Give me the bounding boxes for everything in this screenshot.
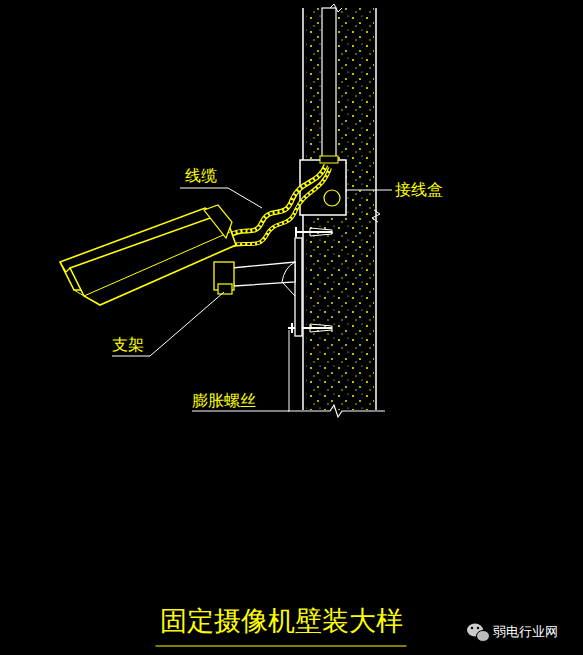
bracket-gusset xyxy=(282,262,295,296)
leader-line xyxy=(180,188,262,208)
break-line xyxy=(288,405,385,417)
camera xyxy=(60,205,236,305)
watermark: 弱电行业网 xyxy=(493,625,558,639)
expansion-bolt xyxy=(296,227,332,237)
bracket-plate xyxy=(295,238,302,336)
callout-label: 接线盒 xyxy=(395,181,443,199)
wall-back xyxy=(375,8,377,410)
title-underline xyxy=(156,645,407,646)
cable xyxy=(230,168,330,246)
leader-line xyxy=(112,292,224,356)
bracket-arm xyxy=(232,262,295,286)
callout-label: 膨胀螺丝 xyxy=(192,392,256,410)
leader-line xyxy=(192,330,289,411)
drawing-title: 固定摄像机壁装大样 xyxy=(160,606,403,636)
knockout xyxy=(324,190,340,206)
cable-core xyxy=(230,168,330,246)
callout-label: 支架 xyxy=(112,336,144,354)
conduit-connector xyxy=(320,156,338,163)
mount-knob xyxy=(218,284,232,294)
wechat-icon xyxy=(467,624,490,642)
break-mark xyxy=(372,210,380,222)
callout-label: 线缆 xyxy=(185,167,217,185)
conduit xyxy=(322,8,336,160)
leader-line xyxy=(346,190,392,191)
